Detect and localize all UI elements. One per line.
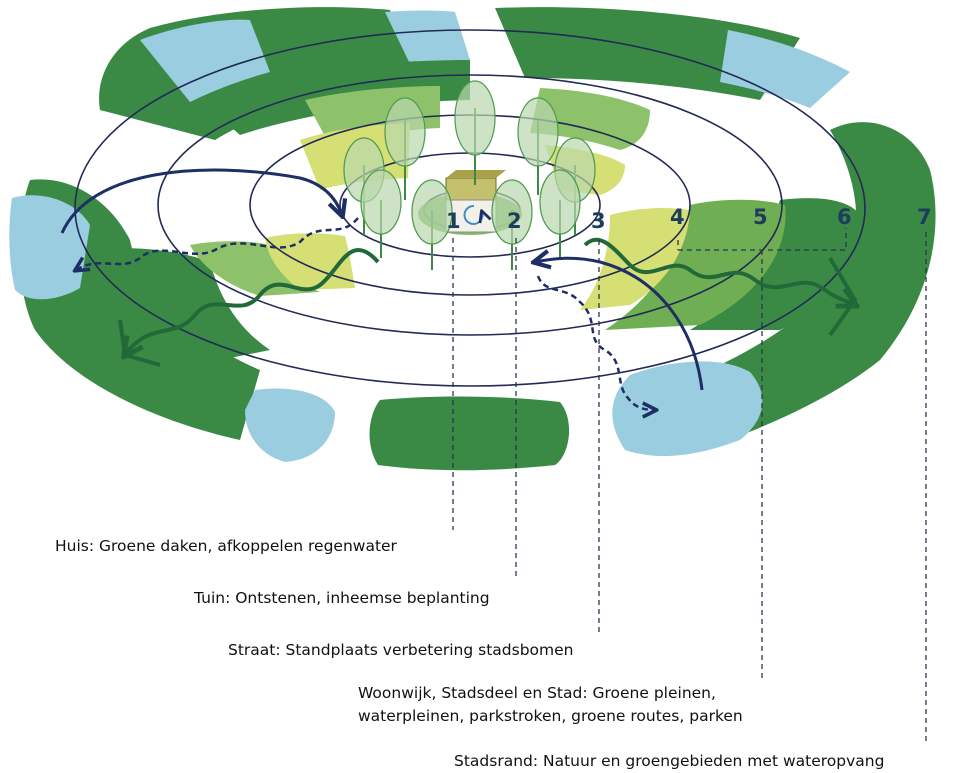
captions: Huis: Groene daken, afkoppelen regenwate… (55, 537, 884, 770)
ring5-block-right (605, 199, 786, 330)
green-wave-left-tail (118, 319, 161, 367)
ring6-block-left (85, 248, 270, 360)
water-arrow-right (535, 258, 704, 391)
tree-icon (517, 97, 559, 195)
tree-icon (539, 169, 581, 258)
caption-woonwijk-line2: waterpleinen, parkstroken, groene routes… (358, 707, 743, 725)
caption-tuin: Tuin: Ontstenen, inheemse beplanting (193, 589, 490, 607)
ring-numbers: 1 2 3 4 5 6 7 (446, 205, 932, 233)
tree-icon (384, 97, 426, 200)
water-arrow-left (60, 168, 342, 234)
ring-number-5: 5 (753, 205, 768, 229)
ring-number-6: 6 (837, 205, 852, 229)
caption-straat: Straat: Standplaats verbetering stadsbom… (228, 641, 574, 659)
ring-number-7: 7 (917, 205, 932, 229)
tree-icon (360, 169, 402, 258)
caption-woonwijk-line1: Woonwijk, Stadsdeel en Stad: Groene plei… (358, 684, 716, 702)
green-wave-left (125, 247, 380, 355)
outer-water-top-left (140, 19, 270, 102)
street-trees (343, 80, 596, 270)
outer-water-bottom-right (612, 361, 763, 457)
outer-water-top-right (720, 30, 850, 108)
leader-line-6 (678, 228, 847, 251)
ring-number-1: 1 (446, 209, 461, 233)
water-dashed-right (536, 275, 655, 410)
tree-icon (454, 80, 496, 185)
ring4-block-right (580, 207, 690, 310)
green-corridor-waves (118, 237, 858, 367)
leader-lines (452, 228, 927, 745)
tree-icon (491, 179, 533, 270)
water-dashed-left (76, 217, 359, 270)
green-wave-right (583, 237, 855, 305)
ring-number-3: 3 (591, 209, 606, 233)
outer-water-bottom-left (245, 388, 335, 462)
ring-outline-5 (157, 74, 783, 336)
ring-number-4: 4 (670, 205, 685, 229)
ring-outline-6 (74, 29, 866, 387)
water-flow-arrows (60, 168, 704, 410)
caption-huis: Huis: Groene daken, afkoppelen regenwate… (55, 537, 398, 555)
ring4-block-top-right (530, 88, 650, 150)
tree-icon (411, 179, 453, 270)
ring4-block-left (190, 241, 320, 296)
outer-water-top-center (385, 10, 470, 64)
ring-number-2: 2 (507, 209, 522, 233)
caption-stadsrand: Stadsrand: Natuur en groengebieden met w… (454, 752, 884, 770)
green-wave-right-tail (828, 256, 858, 337)
outer-block-bottom-center (369, 396, 570, 471)
